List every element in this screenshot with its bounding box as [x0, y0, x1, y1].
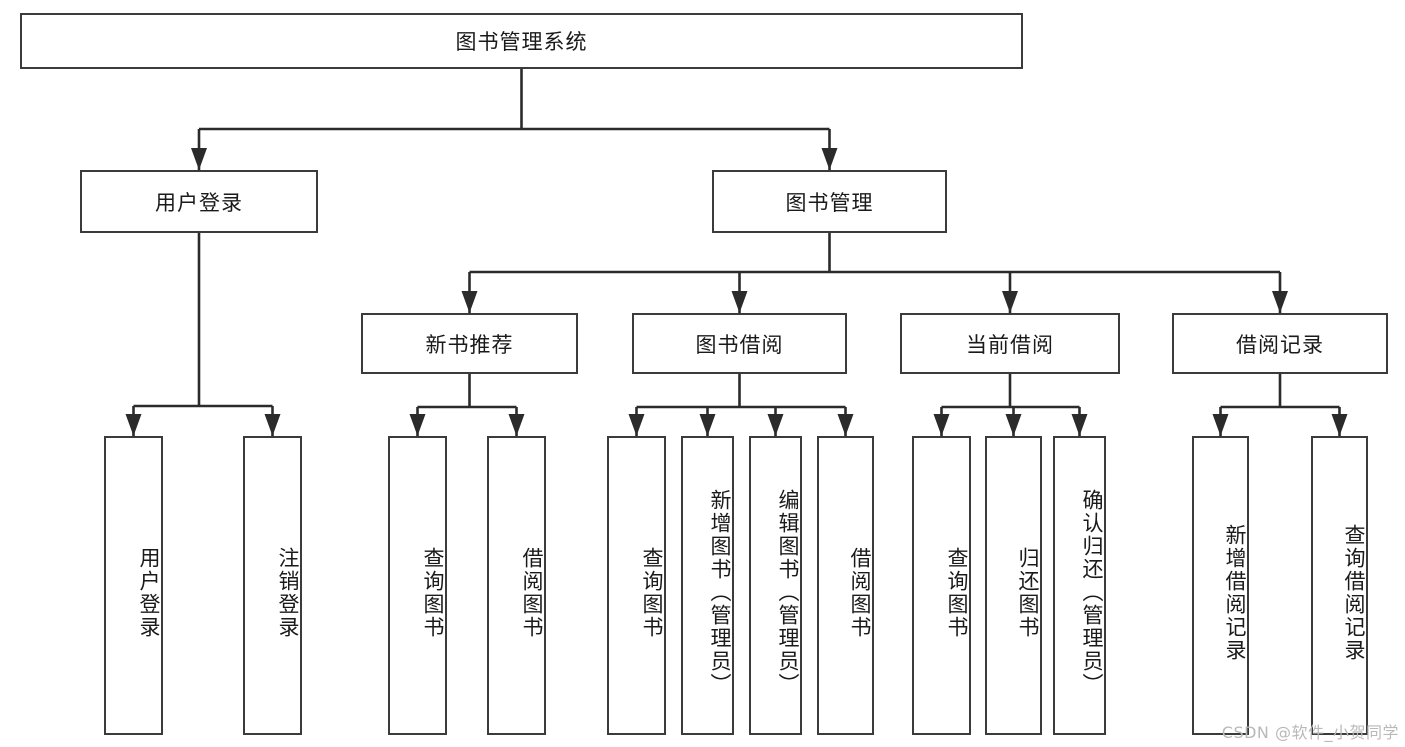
leaf-add-record-label: 新增借阅记录: [1223, 523, 1247, 662]
leaf-add-book[interactable]: 新增图书（管理员）: [681, 436, 734, 735]
node-current-borrow[interactable]: 当前借阅: [900, 313, 1120, 374]
leaf-return-book[interactable]: 归还图书: [985, 436, 1042, 735]
node-borrow-record[interactable]: 借阅记录: [1172, 313, 1388, 374]
leaf-return-book-label: 归还图书: [1016, 546, 1040, 639]
node-new-book-rec[interactable]: 新书推荐: [361, 313, 578, 374]
leaf-borrow-book-2-label: 借阅图书: [848, 546, 872, 639]
node-book-borrow[interactable]: 图书借阅: [632, 313, 847, 374]
node-root-label: 图书管理系统: [455, 30, 588, 54]
leaf-query-book-1[interactable]: 查询图书: [388, 436, 447, 735]
leaf-edit-book[interactable]: 编辑图书（管理员）: [749, 436, 802, 735]
leaf-query-record-label: 查询借阅记录: [1342, 523, 1366, 662]
leaf-confirm-return[interactable]: 确认归还（管理员）: [1053, 436, 1106, 735]
leaf-query-book-2[interactable]: 查询图书: [607, 436, 666, 735]
leaf-logout-label: 注销登录: [276, 546, 300, 639]
leaf-borrow-book-1[interactable]: 借阅图书: [487, 436, 546, 735]
node-user-login[interactable]: 用户登录: [80, 170, 318, 233]
node-new-book-rec-label: 新书推荐: [425, 332, 514, 357]
leaf-query-book-3-label: 查询图书: [945, 546, 969, 639]
node-user-login-label: 用户登录: [155, 190, 243, 215]
node-borrow-record-label: 借阅记录: [1236, 332, 1324, 357]
leaf-add-book-label: 新增图书（管理员）: [708, 489, 732, 696]
csdn-watermark: CSDN @软件_小贺同学: [1221, 723, 1399, 742]
leaf-logout[interactable]: 注销登录: [243, 436, 302, 735]
leaf-query-book-1-label: 查询图书: [421, 546, 445, 639]
leaf-edit-book-label: 编辑图书（管理员）: [776, 489, 800, 696]
node-book-manage[interactable]: 图书管理: [712, 170, 947, 233]
leaf-query-book-2-label: 查询图书: [640, 546, 664, 639]
leaf-add-record[interactable]: 新增借阅记录: [1192, 436, 1249, 735]
node-book-borrow-label: 图书借阅: [695, 332, 784, 357]
leaf-query-record[interactable]: 查询借阅记录: [1311, 436, 1368, 735]
leaf-user-login-label: 用户登录: [137, 546, 161, 639]
node-book-manage-label: 图书管理: [785, 190, 874, 215]
node-current-borrow-label: 当前借阅: [966, 332, 1054, 357]
leaf-borrow-book-2[interactable]: 借阅图书: [817, 436, 874, 735]
leaf-user-login[interactable]: 用户登录: [104, 436, 163, 735]
leaf-query-book-3[interactable]: 查询图书: [912, 436, 971, 735]
node-root[interactable]: 图书管理系统: [20, 13, 1023, 69]
leaf-borrow-book-1-label: 借阅图书: [520, 546, 544, 639]
leaf-confirm-return-label: 确认归还（管理员）: [1080, 489, 1104, 696]
